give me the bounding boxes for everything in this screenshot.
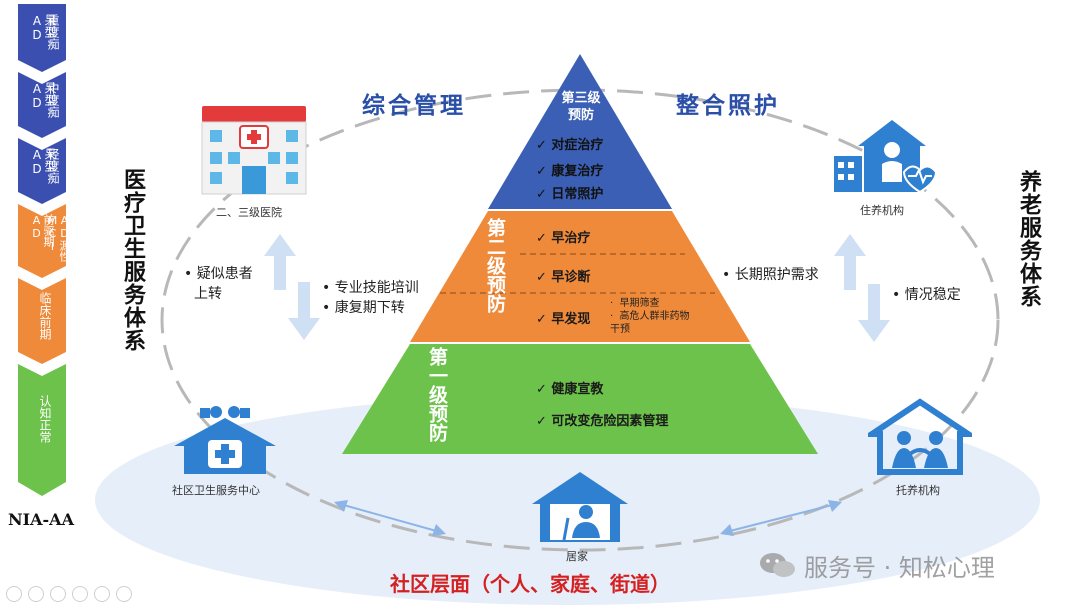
watermark: 服务号 · 知松心理	[758, 548, 995, 582]
stage-label: 轻度痴	[46, 148, 60, 184]
pyramid-tier-3	[488, 54, 672, 209]
tier3-item: ✓ 日常照护	[536, 187, 604, 202]
medical-system-title: 医疗卫生服务体系	[120, 168, 145, 352]
tier1-title: 第一级预防	[426, 347, 448, 442]
community-level-caption: 社区层面（个人、家庭、街道）	[390, 572, 670, 596]
hospital-label: 二、三级医院	[216, 206, 282, 219]
next-slide-icon[interactable]	[28, 586, 44, 602]
nursing-home-icon	[868, 398, 972, 475]
wechat-icon	[760, 553, 795, 577]
header-left: 综合管理	[362, 92, 466, 119]
pen-icon[interactable]	[50, 586, 66, 602]
stage-label: 呆型AD	[30, 148, 57, 176]
prevention-pyramid	[342, 54, 818, 454]
tier1-item: ✓ 可改变危险因素管理	[536, 414, 669, 429]
left-down-arrow	[288, 282, 320, 340]
elderly-care-system-title: 养老服务体系	[1016, 170, 1041, 308]
stage-label: 临床前期	[38, 292, 52, 340]
residential-care-icon	[834, 120, 938, 194]
hospital-icon	[201, 106, 307, 195]
tier2-item: ✓ 早治疗	[536, 231, 591, 246]
left-up-arrow	[264, 234, 296, 290]
stage-chevron	[18, 364, 66, 496]
stage-label: 呆型AD	[30, 14, 57, 42]
nursing-home-label: 托养机构	[896, 484, 940, 497]
slide-toolbar	[6, 586, 132, 602]
right-up-arrow	[834, 234, 866, 290]
tier3-title: 第三级预防	[561, 91, 601, 123]
home-care-icon	[532, 472, 628, 542]
stage-chevron	[18, 204, 66, 278]
timeline-footer: NIA-AA	[8, 510, 74, 529]
slides-icon[interactable]	[72, 586, 88, 602]
tier2-title: 第二级预防	[484, 218, 506, 313]
left-bidirectional-arrow	[334, 500, 446, 536]
right-bidirectional-arrow	[720, 500, 842, 536]
stage-timeline	[18, 4, 66, 496]
stage-label: 中度痴	[46, 82, 60, 118]
stage-label: AD源性MCI	[46, 214, 71, 262]
header-right: 整合照护	[676, 92, 780, 119]
tier3-item: ✓ 康复治疗	[536, 164, 604, 179]
zoom-icon[interactable]	[94, 586, 110, 602]
pyramid-tier-2	[410, 211, 750, 342]
tier2-detail: · 早期筛查 · 高危人群非药物干预	[610, 298, 690, 335]
bullet-longterm-care: • 长期照护需求	[722, 267, 819, 283]
bullet-stable-condition: • 情况稳定	[892, 287, 961, 303]
prev-slide-icon[interactable]	[6, 586, 22, 602]
pyramid-tier-1	[342, 344, 818, 454]
bullet-training-referral: • 专业技能培训 • 康复期下转	[322, 280, 419, 316]
watermark-text: 服务号 · 知松心理	[804, 553, 995, 582]
stage-chevron	[18, 72, 66, 138]
stage-chevron	[18, 278, 66, 364]
bullet-suspect-referral: • 疑似患者 上转	[184, 266, 253, 302]
community-health-label: 社区卫生服务中心	[172, 484, 260, 497]
stage-label: 重度痴	[46, 14, 60, 50]
stage-chevron	[18, 4, 66, 72]
community-health-icon	[174, 406, 276, 474]
tier1-item: ✓ 健康宣教	[536, 382, 604, 397]
stage-label: 认知正常	[38, 395, 52, 443]
residential-care-label: 住养机构	[860, 204, 904, 217]
tier3-item: ✓ 对症治疗	[536, 138, 604, 153]
right-down-arrow	[858, 284, 890, 342]
stage-chevron	[18, 138, 66, 204]
home-care-label: 居家	[566, 550, 588, 563]
stage-label: 前驱期AD	[30, 214, 55, 247]
more-icon[interactable]	[116, 586, 132, 602]
tier2-item: ✓ 早诊断	[536, 270, 591, 285]
tier2-item: ✓ 早发现	[536, 312, 591, 327]
stage-label: 呆型AD	[30, 82, 57, 110]
